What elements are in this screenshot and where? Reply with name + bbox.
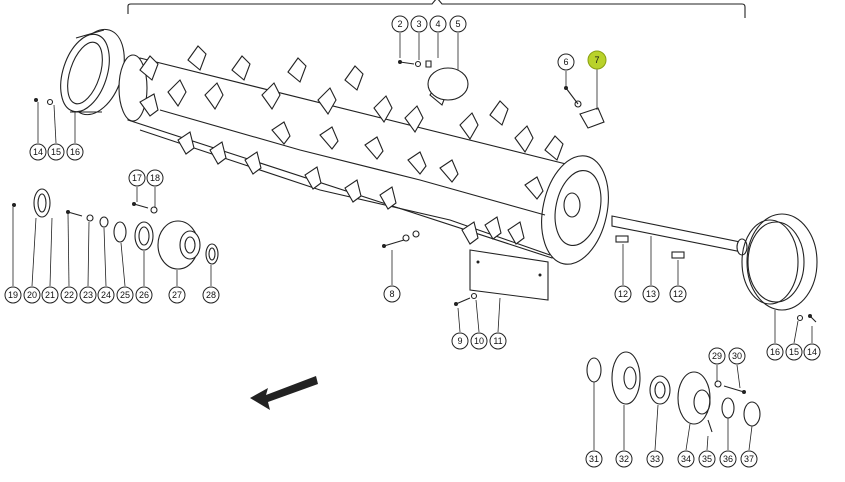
direction-arrow <box>250 376 318 410</box>
svg-text:31: 31 <box>589 454 599 464</box>
callout-22: 22 <box>60 286 78 304</box>
bolt-8 <box>383 239 405 247</box>
callout-24: 24 <box>97 286 115 304</box>
svg-text:21: 21 <box>45 290 55 300</box>
guard-plate <box>469 249 549 301</box>
svg-text:12: 12 <box>618 289 628 299</box>
callout-21: 21 <box>41 286 59 304</box>
callout-10: 10 <box>470 332 488 350</box>
leader-lines <box>12 33 813 451</box>
callout-7-highlighted[interactable]: 7 <box>587 50 607 70</box>
drum-end-ring-left <box>60 28 125 116</box>
callout-15-left: 15 <box>47 143 65 161</box>
callout-16-left: 16 <box>66 143 84 161</box>
callout-8: 8 <box>383 285 401 303</box>
callout-29: 29 <box>708 347 726 365</box>
svg-text:10: 10 <box>474 336 484 346</box>
clamp-plate-7 <box>579 107 605 129</box>
left-bearing-assembly <box>12 188 219 270</box>
callout-12-right: 12 <box>669 285 687 303</box>
svg-text:16: 16 <box>70 147 80 157</box>
svg-text:35: 35 <box>702 454 712 464</box>
svg-text:2: 2 <box>397 19 402 29</box>
callout-4: 4 <box>429 15 447 33</box>
svg-text:26: 26 <box>139 290 149 300</box>
svg-text:12: 12 <box>673 289 683 299</box>
svg-text:9: 9 <box>457 336 462 346</box>
svg-text:20: 20 <box>27 290 37 300</box>
svg-text:27: 27 <box>172 290 182 300</box>
svg-text:18: 18 <box>150 173 160 183</box>
rotor-shaft <box>611 215 748 259</box>
svg-text:17: 17 <box>132 173 142 183</box>
callout-14-right: 14 <box>803 343 821 361</box>
callout-33: 33 <box>646 450 664 468</box>
svg-text:28: 28 <box>206 290 216 300</box>
rotor-drum <box>118 54 609 265</box>
callout-23: 23 <box>79 286 97 304</box>
svg-text:19: 19 <box>8 290 18 300</box>
washer-3 <box>414 60 422 68</box>
svg-text:13: 13 <box>646 289 656 299</box>
callout-31: 31 <box>585 450 603 468</box>
callout-37: 37 <box>740 450 758 468</box>
svg-text:30: 30 <box>732 351 742 361</box>
svg-text:14: 14 <box>807 347 817 357</box>
svg-text:11: 11 <box>493 336 502 346</box>
assembly-bracket <box>127 0 746 18</box>
svg-text:36: 36 <box>723 454 733 464</box>
callout-27: 27 <box>168 286 186 304</box>
nut-4 <box>425 60 432 68</box>
washer <box>574 100 582 108</box>
svg-text:15: 15 <box>789 347 799 357</box>
cover-plate <box>427 67 469 101</box>
callout-35: 35 <box>698 450 716 468</box>
svg-text:29: 29 <box>712 351 722 361</box>
svg-text:23: 23 <box>83 290 93 300</box>
bolt-2 <box>399 61 415 65</box>
callout-19: 19 <box>4 286 22 304</box>
svg-text:24: 24 <box>101 290 111 300</box>
callout-28: 28 <box>202 286 220 304</box>
svg-text:25: 25 <box>120 290 130 300</box>
callout-9: 9 <box>451 332 469 350</box>
callout-2: 2 <box>391 15 409 33</box>
svg-text:4: 4 <box>435 19 440 29</box>
svg-text:5: 5 <box>455 19 460 29</box>
callout-30: 30 <box>728 347 746 365</box>
svg-text:33: 33 <box>650 454 660 464</box>
callout-5: 5 <box>449 15 467 33</box>
callout-13: 13 <box>642 285 660 303</box>
callout-12-left: 12 <box>614 285 632 303</box>
callout-36: 36 <box>719 450 737 468</box>
callout-15-right: 15 <box>785 343 803 361</box>
svg-text:3: 3 <box>416 19 421 29</box>
svg-text:32: 32 <box>619 454 629 464</box>
callout-25: 25 <box>116 286 134 304</box>
callout-20: 20 <box>23 286 41 304</box>
callout-17: 17 <box>128 169 146 187</box>
svg-text:22: 22 <box>64 290 74 300</box>
callout-32: 32 <box>615 450 633 468</box>
svg-text:8: 8 <box>389 289 394 299</box>
right-bearing-assembly <box>586 351 761 433</box>
svg-text:16: 16 <box>770 347 780 357</box>
callout-18: 18 <box>146 169 164 187</box>
callout-26: 26 <box>135 286 153 304</box>
callout-34: 34 <box>677 450 695 468</box>
callout-3: 3 <box>410 15 428 33</box>
callout-11: 11 <box>489 332 507 350</box>
svg-text:37: 37 <box>744 454 754 464</box>
svg-text:14: 14 <box>33 147 43 157</box>
svg-text:34: 34 <box>681 454 691 464</box>
svg-text:7: 7 <box>594 55 599 65</box>
callout-14-left: 14 <box>29 143 47 161</box>
callout-6: 6 <box>557 53 575 71</box>
svg-text:6: 6 <box>563 57 568 67</box>
drum-end-ring-right <box>741 213 818 311</box>
callout-16-right: 16 <box>766 343 784 361</box>
svg-text:15: 15 <box>51 147 61 157</box>
